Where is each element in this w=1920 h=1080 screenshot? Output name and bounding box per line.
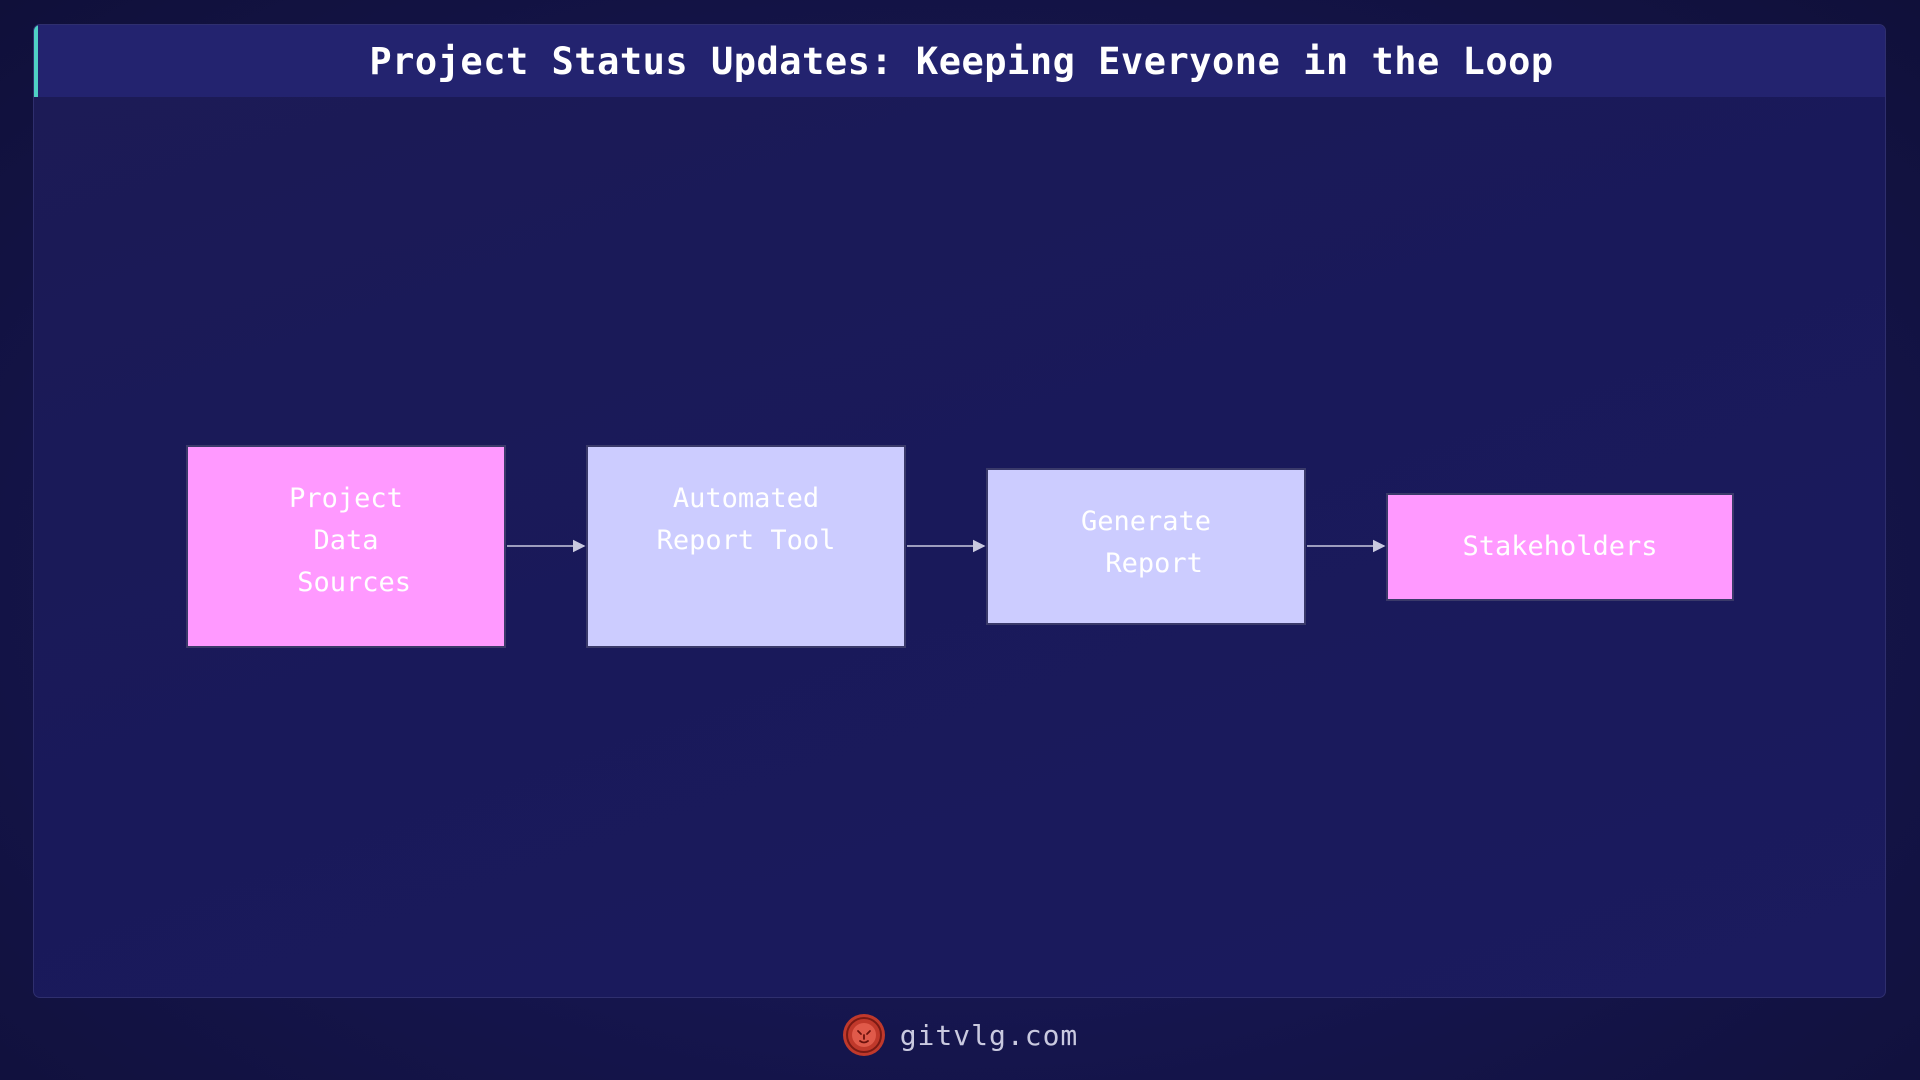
node-report-tool-line-1: Automated: [672, 483, 820, 514]
node-data-sources-line-3: Sources: [280, 567, 412, 598]
node-data-sources-line-1: Project: [289, 483, 403, 514]
node-stakeholders-line-1: Stakeholders: [1462, 531, 1658, 562]
lion-logo-icon: [842, 1014, 885, 1056]
footer-site-text[interactable]: gitvlg.com: [899, 1018, 1079, 1052]
node-generate-report-line-1: Generate: [1080, 506, 1212, 537]
node-stakeholders: Stakeholders: [1386, 493, 1734, 601]
node-data-sources: Project Data Sources: [186, 445, 506, 648]
node-report-tool: Automated Report Tool: [586, 445, 906, 648]
footer: gitvlg.com: [0, 1010, 1920, 1060]
node-data-sources-line-2: Data: [313, 525, 379, 556]
node-generate-report-line-2: Report: [1089, 548, 1203, 579]
title-bar: Project Status Updates: Keeping Everyone…: [34, 25, 1885, 97]
diagram-title: Project Status Updates: Keeping Everyone…: [369, 39, 1554, 83]
node-generate-report: Generate Report: [986, 468, 1306, 625]
node-report-tool-line-2: Report Tool: [656, 525, 836, 556]
